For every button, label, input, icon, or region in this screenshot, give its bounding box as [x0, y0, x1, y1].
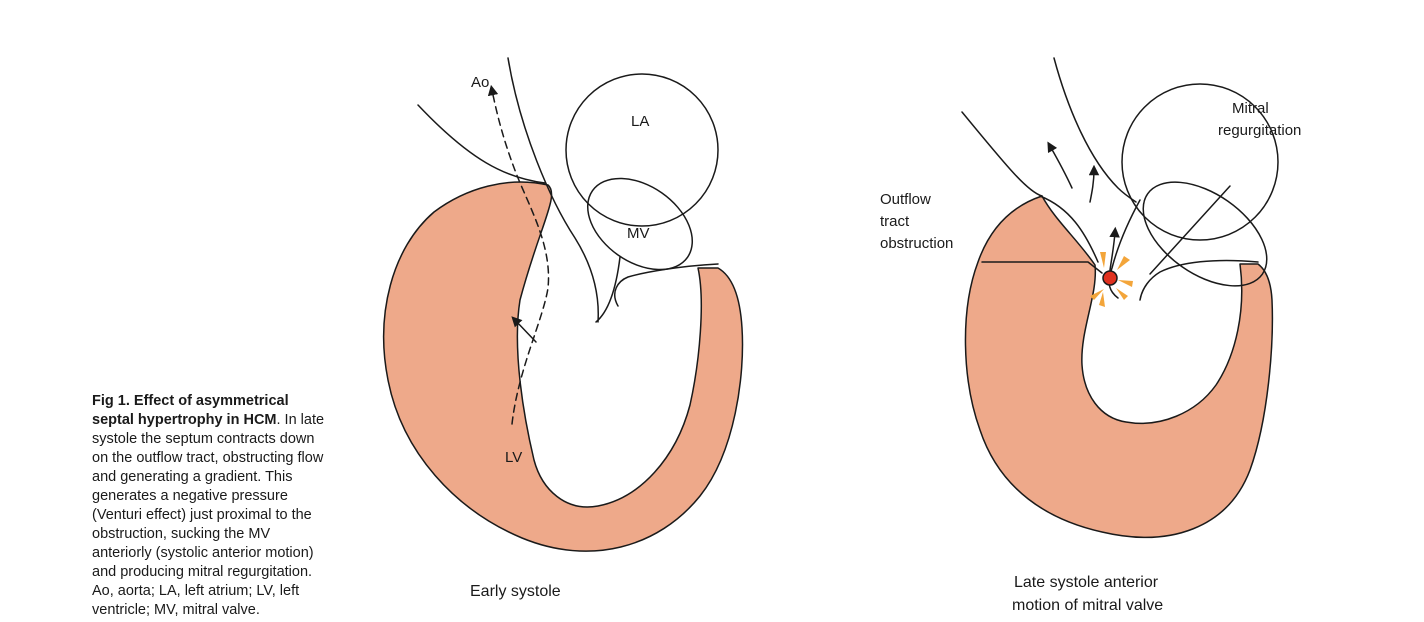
left-myocardium [382, 181, 744, 552]
caption-title: Fig 1. Effect of asymmetrical septal hyp… [92, 393, 289, 428]
regurgitation-leader-line [1149, 185, 1231, 275]
right-left-atrium [1121, 83, 1279, 241]
label-ot-line3: obstruction [880, 235, 953, 252]
label-la: LA [631, 113, 649, 130]
obstruction-dot [1102, 270, 1118, 286]
label-ot-line2: tract [880, 213, 910, 230]
right-flow-arrow-2 [1088, 164, 1100, 203]
left-leaflet-arrow [511, 316, 537, 343]
label-mr-line2: regurgitation [1218, 122, 1301, 139]
left-flow-arrow [487, 84, 550, 425]
label-mr-line1: Mitral [1232, 100, 1269, 117]
label-ao: Ao [471, 74, 489, 91]
label-lv: LV [505, 449, 522, 466]
left-aorta-posterior-wall [417, 104, 546, 184]
left-mv-anterior-leaflet [595, 256, 621, 323]
left-aorta-anterior-wall [507, 57, 599, 323]
outflow-leader-line [981, 261, 1103, 274]
right-mitral-valve [1142, 181, 1268, 287]
figure-caption: Fig 1. Effect of asymmetrical septal hyp… [92, 392, 332, 620]
right-subtitle-line2: motion of mitral valve [1012, 597, 1163, 614]
right-flow-arrow-3 [1109, 226, 1120, 271]
left-atrium [565, 73, 719, 227]
left-mitral-valve [586, 177, 694, 271]
right-aorta-posterior-wall [961, 111, 1043, 197]
label-ot-line1: Outflow [880, 191, 931, 208]
right-aorta-anterior-wall [1053, 57, 1137, 203]
left-subtitle: Early systole [470, 583, 561, 600]
left-mv-posterior-leaflet [614, 263, 719, 307]
right-mv-anterior-leaflet [1108, 199, 1141, 299]
right-myocardium [964, 195, 1274, 539]
caption-text: . In late systole the septum contracts d… [92, 412, 325, 618]
right-subtitle-line1: Late systole anterior [1014, 574, 1159, 591]
early-systole-panel: Ao LA MV LV Early systole [382, 57, 744, 600]
right-mv-posterior-leaflet [1139, 259, 1259, 301]
right-flow-arrow-1 [1047, 141, 1073, 189]
right-septal-contour [1039, 195, 1099, 263]
obstruction-burst [1090, 252, 1133, 307]
late-systole-panel: Mitral regurgitation Outflow tract obstr… [880, 57, 1301, 614]
label-mv: MV [627, 225, 650, 242]
